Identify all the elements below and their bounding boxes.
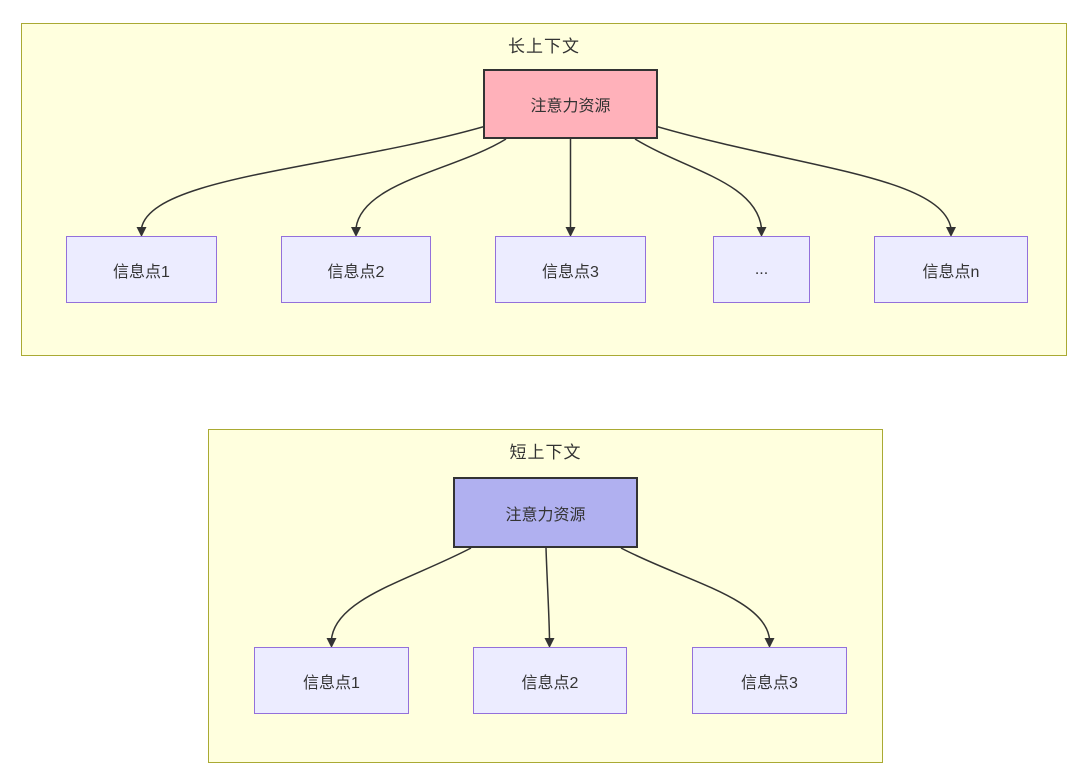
short-info-node-1: 信息点1 [254,647,409,714]
short-attention-resource-node: 注意力资源 [453,477,638,548]
long-info-node-2: 信息点2 [281,236,431,303]
long-info-label-1: 信息点1 [113,263,170,281]
long-context-title: 长上下文 [508,37,580,56]
short-info-node-3: 信息点3 [692,647,847,714]
long-info-node-1: 信息点1 [66,236,217,303]
long-info-label-2: 信息点2 [327,263,385,281]
short-attention-resource-label: 注意力资源 [505,506,586,524]
long-info-label-3: 信息点3 [542,263,599,281]
long-info-label-n: 信息点n [922,263,980,281]
long-info-node-3: 信息点3 [495,236,646,303]
short-context-title: 短上下文 [509,443,582,462]
short-info-label-1: 信息点1 [303,674,360,692]
long-attention-resource-label: 注意力资源 [530,98,611,115]
long-info-label-ellipsis: ... [754,260,769,278]
short-info-label-3: 信息点3 [741,674,798,692]
long-info-node-n: 信息点n [874,236,1028,303]
long-info-node-ellipsis: ... [713,236,810,303]
long-attention-resource-node: 注意力资源 [483,69,658,139]
short-info-label-2: 信息点2 [521,674,579,692]
short-info-node-2: 信息点2 [473,647,627,714]
